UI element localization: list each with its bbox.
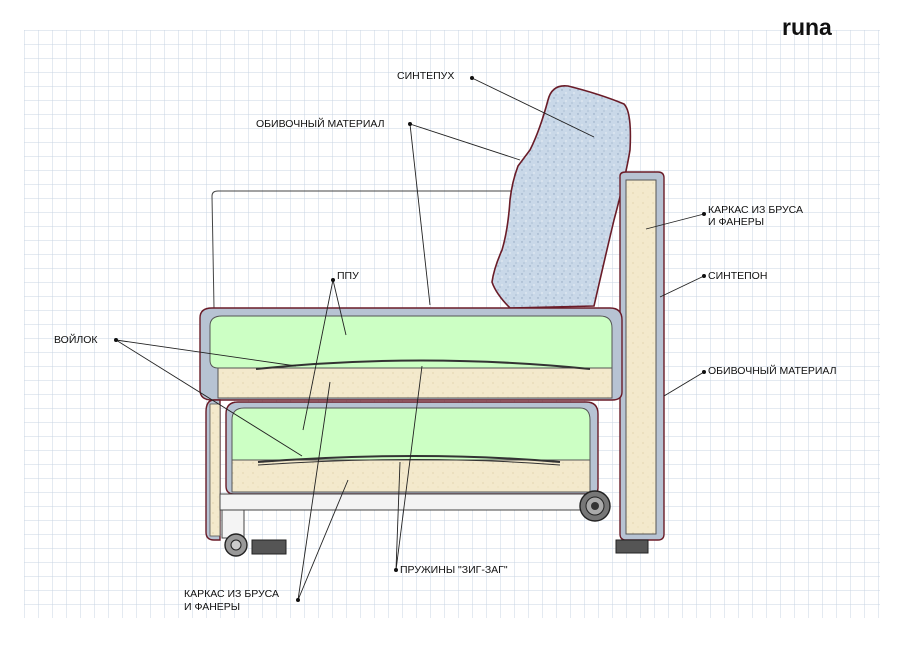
leader-voilok-1 [115,339,297,367]
lower-felt-spring [257,455,561,463]
label-pruzhiny: ПРУЖИНЫ "ЗИГ-ЗАГ" [400,564,508,576]
dot-obivochny-right [702,370,706,374]
front-foot [251,539,287,555]
leader-sintepuh [471,77,595,138]
leader-karkas-right [645,213,705,230]
leader-pruzhiny-2 [395,461,401,571]
dot-ppu [331,278,335,282]
lower-frame-board [231,459,591,493]
dot-sintepuh [470,76,474,80]
dot-pruzhiny [394,568,398,572]
dot-karkas-right [702,212,706,216]
backrest-cushion [491,84,632,309]
leader-karkas-bottom-2 [297,479,349,601]
leader-pruzhiny-1 [395,365,423,571]
label-sintepuh: СИНТЕПУХ [397,70,455,82]
leader-ppu-2 [302,279,334,431]
label-karkas-right-2: И ФАНЕРЫ [708,216,765,228]
label-karkas-bottom-1: КАРКАС ИЗ БРУСА [184,588,280,600]
leader-sinteporn [659,275,705,298]
rear-foot [615,539,649,554]
front-wheel-hub [230,539,242,551]
label-karkas-right-1: КАРКАС ИЗ БРУСА [708,204,804,216]
leader-obivochny-2 [409,123,431,306]
dot-obivochny [408,122,412,126]
dot-karkas-bottom [296,598,300,602]
leader-obivochny-right [663,371,705,397]
brand-logo: runa [782,14,832,40]
rear-wheel-axle [591,502,599,510]
dot-sinteporn [702,274,706,278]
lower-foam [231,407,591,461]
label-karkas-bottom-2: И ФАНЕРЫ [184,601,241,613]
front-panel-board [209,403,221,537]
label-obivochny-right: ОБИВОЧНЫЙ МАТЕРИАЛ [708,365,837,377]
seat-outline [211,190,622,309]
leader-voilok-2 [115,339,303,457]
leader-ppu-1 [332,279,347,336]
leader-obivochny-1 [409,123,521,161]
label-voilok: ВОЙЛОК [54,334,98,346]
label-sinteporn: СИНТЕПОН [708,270,768,282]
leader-dots [114,76,706,602]
upper-felt-spring [255,359,591,370]
armrest-frame [625,179,657,535]
label-ppu: ППУ [337,270,359,282]
leader-lines [115,77,705,601]
upper-foam [209,315,613,369]
lower-felt-spring-2 [257,459,561,466]
upper-frame-board [217,367,613,399]
leader-karkas-bottom-1 [297,381,331,601]
dot-voilok [114,338,118,342]
label-obivochny-top: ОБИВОЧНЫЙ МАТЕРИАЛ [256,118,385,130]
